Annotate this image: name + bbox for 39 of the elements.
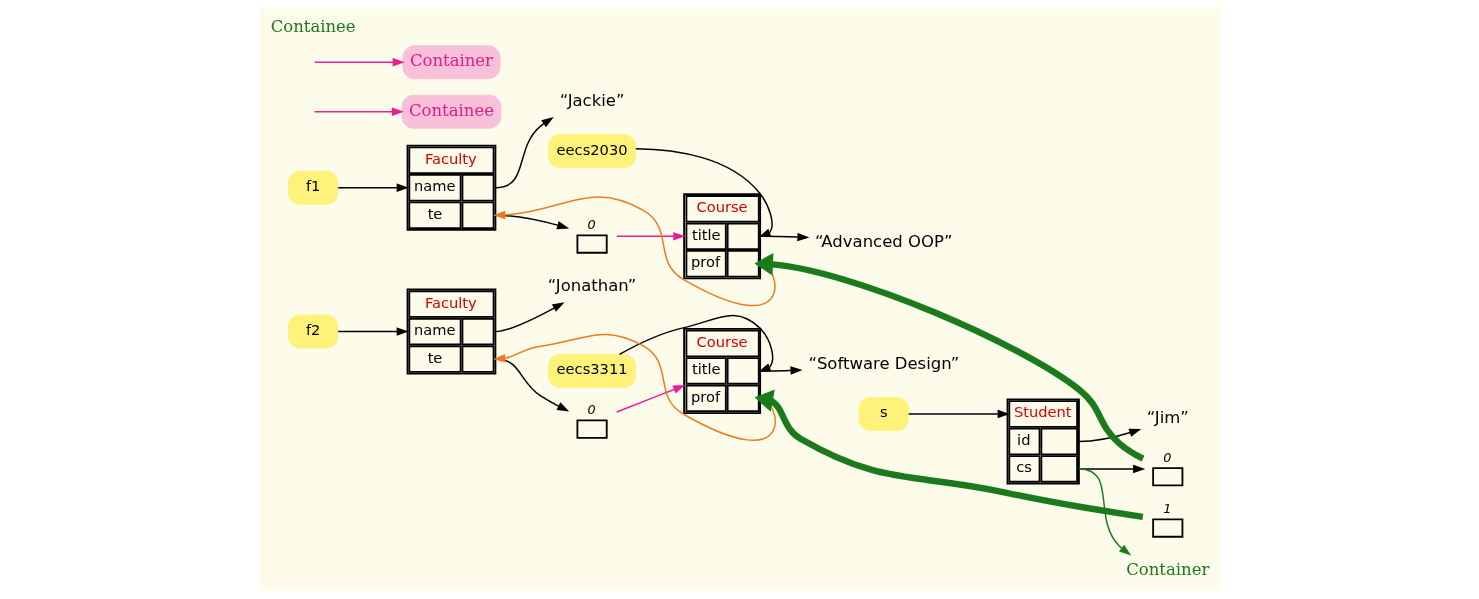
- node-box: [576, 419, 608, 439]
- label: Containee: [270, 17, 356, 37]
- arrow: [753, 252, 1145, 462]
- node-box: eecs2030: [547, 134, 636, 169]
- node-box: [1151, 467, 1183, 487]
- node-text: “Jackie”: [559, 90, 624, 110]
- node-box: [576, 234, 608, 254]
- arrow: [754, 389, 1143, 520]
- arrow: [1077, 428, 1141, 443]
- node-text: “Software Design”: [807, 353, 959, 373]
- node-box: f2: [287, 314, 338, 349]
- arrow: [336, 327, 409, 336]
- node-text: Container: [1125, 559, 1209, 579]
- node-text: “Advanced OOP”: [814, 231, 953, 251]
- arrow: [336, 183, 409, 192]
- node-label: 0: [586, 217, 596, 233]
- arrow: [313, 58, 405, 67]
- node-box: Containee: [401, 94, 501, 129]
- node-text: “Jim”: [1146, 407, 1189, 427]
- arrow: [494, 302, 565, 333]
- arrow: [759, 366, 803, 375]
- node-label: 1: [1162, 501, 1171, 517]
- arrow: [907, 409, 1010, 419]
- node-box: f1: [287, 170, 338, 205]
- node-label: 0: [1162, 449, 1171, 465]
- node-text: “Jonathan”: [547, 275, 636, 295]
- node-box: Container: [401, 45, 500, 80]
- arrow: [494, 117, 554, 189]
- arrow: [615, 385, 685, 413]
- node-box: s: [858, 397, 909, 431]
- arrow: [615, 232, 685, 241]
- node-label: 0: [586, 402, 596, 418]
- arrow: [634, 147, 773, 238]
- node-box: eecs3311: [547, 354, 636, 388]
- arrow: [1077, 468, 1131, 556]
- node-box: [1151, 518, 1183, 538]
- arrow: [492, 196, 775, 306]
- arrow: [492, 333, 776, 441]
- arrow: [313, 107, 404, 116]
